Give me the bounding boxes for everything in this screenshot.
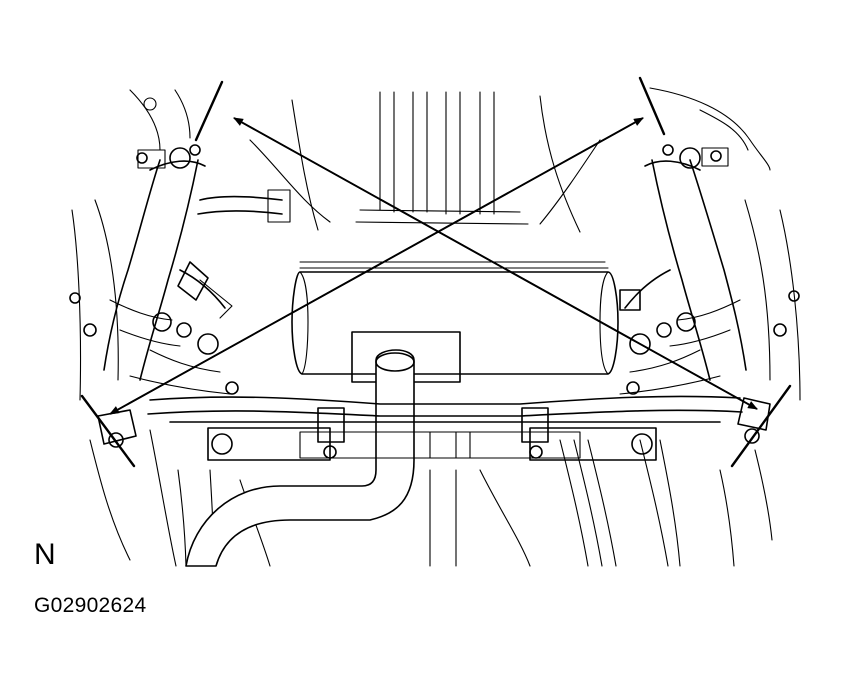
figure-code: G02902624	[34, 594, 147, 617]
right-lower-control-arm	[521, 407, 657, 461]
muffler	[291, 261, 619, 383]
left-suspension-arm	[69, 144, 206, 381]
right-lower-bolt	[730, 384, 792, 468]
left-lower-bolt	[80, 394, 137, 468]
floor-tunnel	[249, 91, 601, 233]
right-suspension-arm	[644, 144, 800, 381]
left-lower-control-arm	[207, 407, 345, 461]
view-label: N	[34, 538, 56, 571]
right-upper-bolt	[638, 76, 666, 136]
left-stabilizer-link	[129, 189, 291, 395]
side-body-outline-left	[71, 89, 191, 567]
crossmember	[147, 381, 743, 459]
right-stabilizer-link	[619, 269, 721, 395]
diagonal-measurement-arrows	[109, 117, 758, 415]
side-body-outline-right	[649, 87, 801, 567]
left-upper-bolt	[194, 80, 224, 142]
exhaust-pipe	[185, 349, 415, 567]
